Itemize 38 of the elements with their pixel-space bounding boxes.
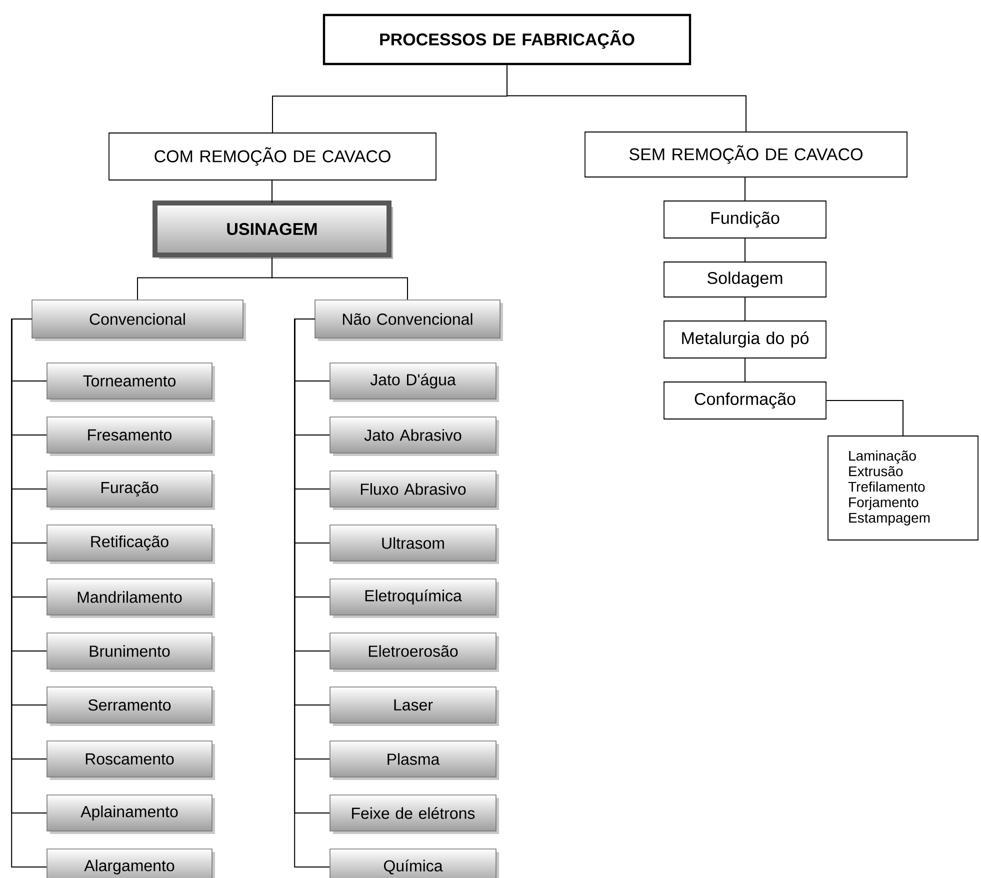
connector-line (744, 176, 746, 202)
process-list-box: Laminação Extrusão Trefilamento Forjamento Estampagem (828, 436, 978, 540)
process-box: Fluxo Abrasivo (330, 470, 499, 510)
connector-line (744, 296, 746, 322)
process-box: Convencional (32, 300, 246, 341)
process-box: Fundição (664, 200, 826, 238)
process-box: Fresamento (46, 416, 215, 456)
connector-line (744, 238, 746, 262)
process-box: Química (330, 848, 499, 878)
process-box: Laser (330, 686, 499, 726)
process-box: Não Convencional (314, 300, 503, 341)
process-box: Conformação (664, 382, 826, 420)
title-box: PROCESSOS DE FABRICAÇÃO (322, 14, 692, 66)
connector-line (272, 257, 408, 300)
process-box: Eletroquímica (330, 578, 499, 618)
process-box: COM REMOÇÃO DE CAVACO (108, 132, 436, 180)
connector-line (506, 64, 746, 132)
process-box: Ultrasom (330, 524, 499, 564)
process-box: Furação (46, 470, 215, 510)
process-box: Jato D'água (330, 362, 499, 402)
process-box: Torneamento (46, 362, 215, 402)
process-box: Plasma (330, 740, 499, 780)
process-box: Aplainamento (46, 794, 215, 834)
process-box: Brunimento (46, 632, 215, 672)
connector-line (744, 358, 746, 382)
process-box: Soldagem (664, 262, 826, 298)
process-box: Roscamento (46, 740, 215, 780)
process-box: Serramento (46, 686, 215, 726)
process-box: Alargamento (46, 848, 215, 878)
connector-line (826, 400, 904, 436)
process-box: Mandrilamento (46, 578, 215, 618)
process-box: USINAGEM (152, 200, 393, 259)
process-box: Retificação (46, 524, 215, 564)
process-box: SEM REMOÇÃO DE CAVACO (584, 132, 908, 178)
process-box: Jato Abrasivo (330, 416, 499, 456)
process-box: Eletroerosão (330, 632, 499, 672)
process-box: Feixe de elétrons (330, 794, 499, 834)
process-box: Metalurgia do pó (664, 320, 826, 358)
